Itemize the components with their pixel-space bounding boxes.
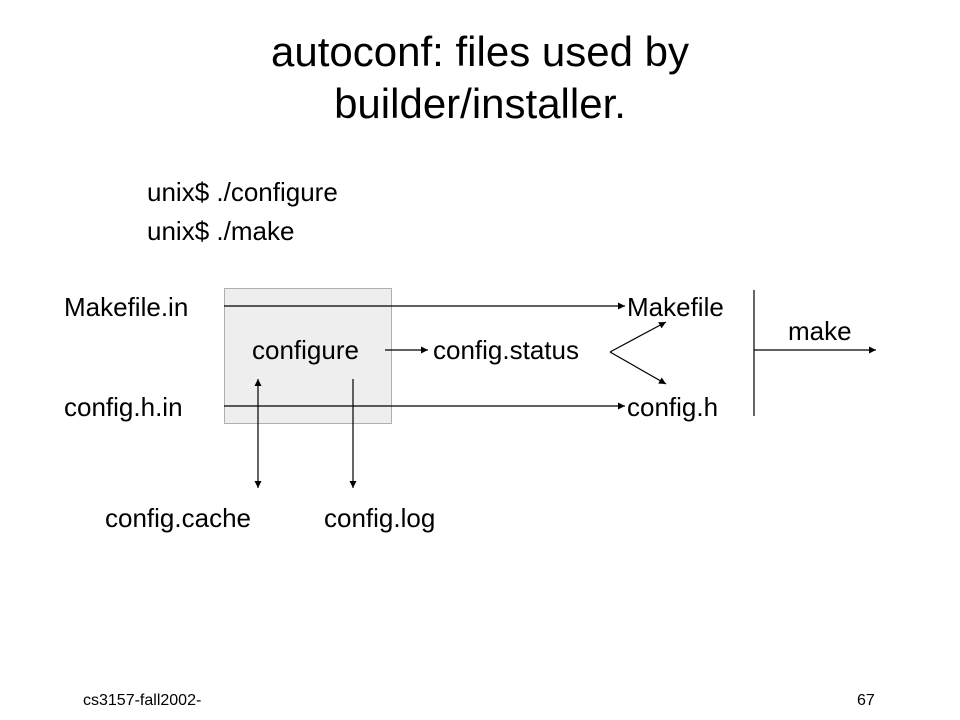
footer-course: cs3157-fall2002- [83, 692, 202, 709]
node-config-h: config.h [627, 392, 719, 422]
node-config-status: config.status [433, 335, 579, 365]
arrow-config-status-to-config-h [609, 351, 667, 385]
node-config-h-in: config.h.in [64, 392, 183, 422]
arrow-config-status-to-makefile [609, 321, 667, 353]
node-config-log: config.log [324, 503, 436, 533]
title-line-1: autoconf: files used by [271, 28, 689, 75]
title-line-2: builder/installer. [334, 80, 626, 127]
node-make: make [788, 316, 852, 346]
node-makefile: Makefile [627, 292, 724, 322]
configure-box [224, 288, 392, 424]
command-make: unix$ ./make [147, 216, 295, 246]
node-configure: configure [252, 335, 359, 365]
command-configure: unix$ ./configure [147, 177, 338, 207]
footer-page-number: 67 [857, 692, 875, 709]
node-makefile-in: Makefile.in [64, 292, 189, 322]
slide-title: autoconf: files used by builder/installe… [140, 26, 820, 130]
node-config-cache: config.cache [105, 503, 251, 533]
